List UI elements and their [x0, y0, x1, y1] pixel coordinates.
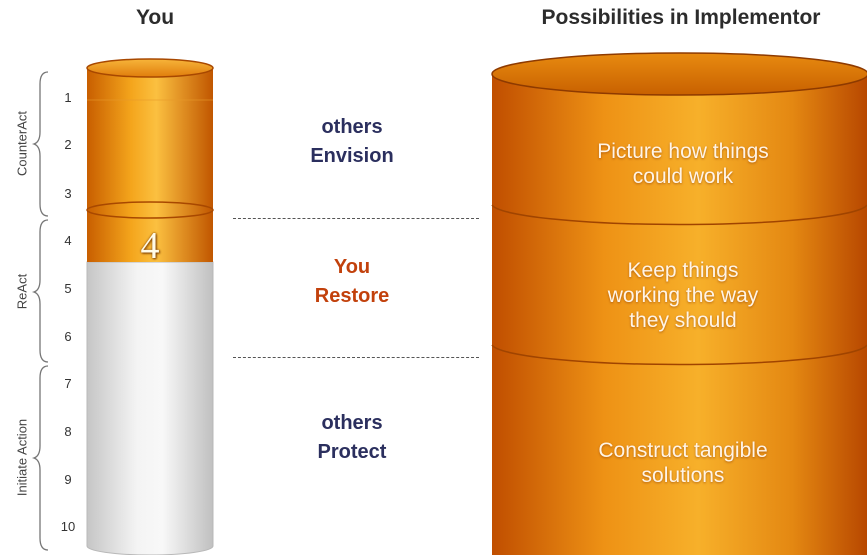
- possibilities-header: Possibilities in Implementor: [541, 6, 821, 29]
- brace-react: [31, 219, 49, 363]
- cylinder-top: [86, 58, 214, 78]
- section-text-line: could work: [632, 165, 734, 188]
- section-protect-text: Construct tangible solutions: [553, 438, 813, 488]
- separator-dashed: [233, 218, 479, 219]
- scale-number: 2: [64, 137, 72, 152]
- big-cylinder-band: [491, 344, 867, 366]
- brace-counteract: [31, 71, 49, 217]
- middle-label-envision: others Envision: [252, 113, 452, 171]
- section-envision-text: Picture how things could work: [553, 139, 813, 189]
- middle-label-line: others: [321, 412, 383, 434]
- middle-label-line: You: [333, 256, 371, 278]
- separator-dashed: [233, 357, 479, 358]
- scale-number: 4: [64, 233, 72, 248]
- middle-label-line: Envision: [310, 145, 394, 167]
- cylinder-filled-portion: [87, 68, 213, 262]
- middle-label-line: Protect: [317, 441, 387, 463]
- middle-label-line: others: [321, 116, 383, 138]
- scale-number: 10: [60, 519, 76, 534]
- section-text-line: Construct tangible: [598, 439, 768, 462]
- brace-initiate: [31, 365, 49, 551]
- scale-number: 9: [64, 472, 72, 487]
- scale-number: 1: [64, 90, 72, 105]
- middle-label-line: Restore: [314, 285, 390, 307]
- level-number: 4: [140, 225, 160, 267]
- scale-number: 6: [64, 329, 72, 344]
- big-cylinder-band: [491, 204, 867, 226]
- middle-label-protect: others Protect: [252, 409, 452, 467]
- section-text-line: they should: [629, 309, 737, 332]
- scale-number: 3: [64, 186, 72, 201]
- section-text-line: Picture how things: [597, 140, 769, 163]
- section-text-line: solutions: [641, 464, 725, 487]
- middle-label-restore: You Restore: [252, 253, 452, 311]
- big-cylinder-body: [492, 74, 867, 555]
- scale-number: 7: [64, 376, 72, 391]
- section-text-line: working the way: [607, 284, 759, 307]
- section-text-line: Keep things: [627, 259, 739, 282]
- section-restore-text: Keep things working the way they should: [553, 258, 813, 333]
- scale-number: 5: [64, 281, 72, 296]
- big-cylinder-top: [491, 52, 867, 96]
- scale-number: 8: [64, 424, 72, 439]
- cylinder-band: [86, 201, 214, 219]
- you-header: You: [135, 6, 175, 29]
